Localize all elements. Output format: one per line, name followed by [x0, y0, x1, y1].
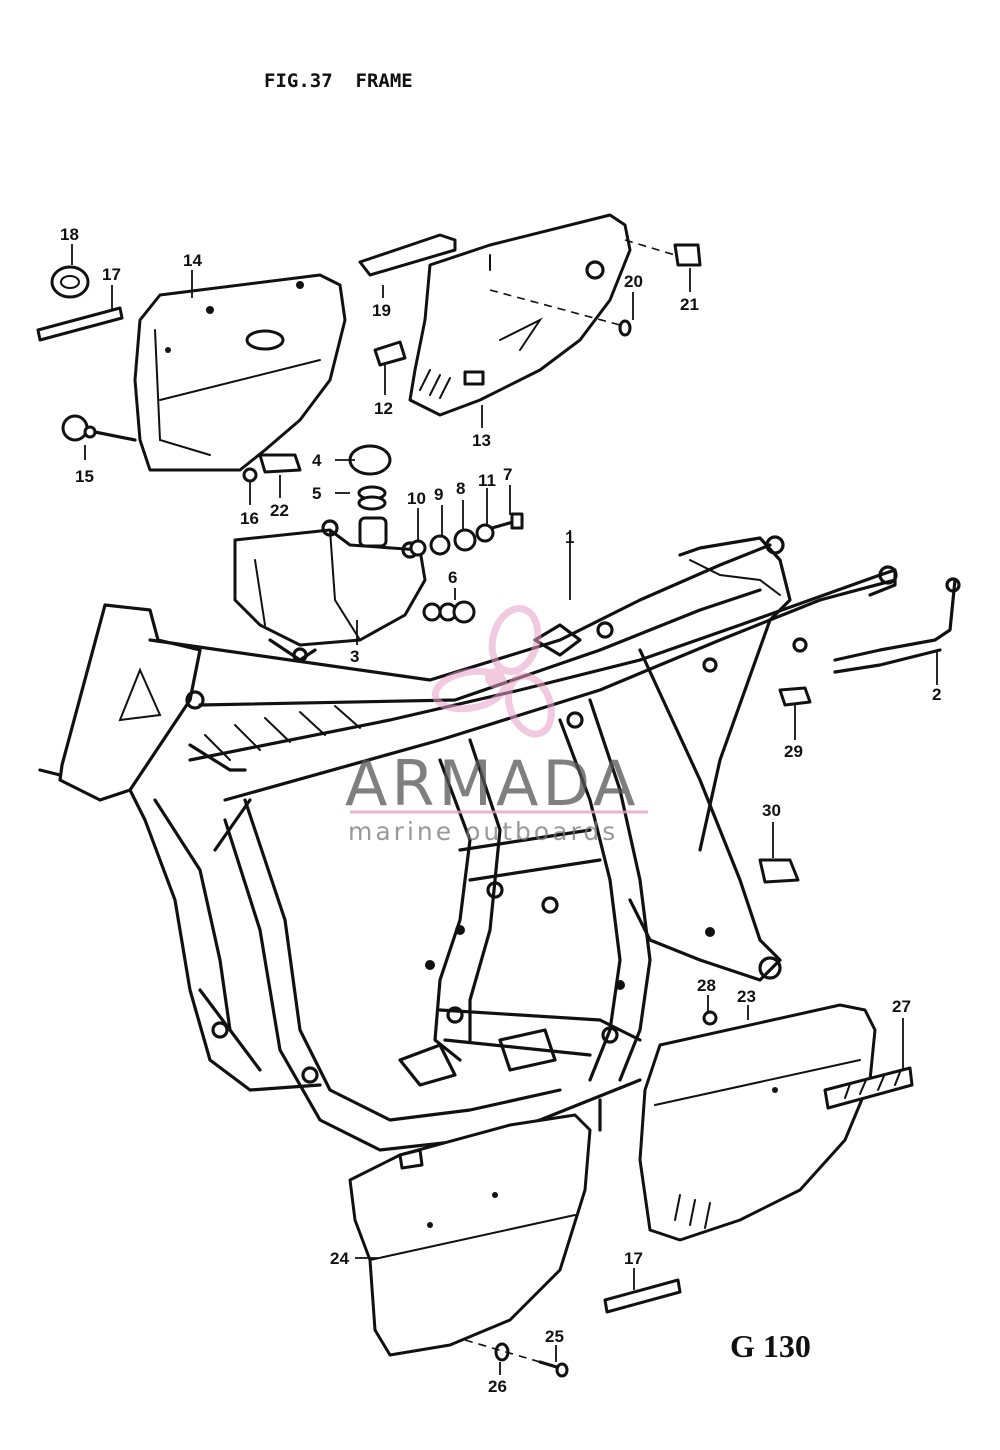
- strip-17-lower: [603, 1278, 682, 1314]
- label-21: 21: [680, 295, 699, 314]
- label-10: 10: [407, 489, 426, 508]
- leader-lines: [71, 244, 938, 1375]
- label-29: 29: [784, 742, 803, 761]
- label-4: 4: [312, 451, 322, 470]
- label-12: 12: [374, 399, 393, 418]
- label-3: 3: [350, 647, 359, 666]
- label-28: 28: [697, 976, 716, 995]
- label-16: 16: [240, 509, 259, 528]
- armada-watermark: ARMADA marine outboards: [345, 605, 648, 846]
- label-2: 2: [932, 685, 941, 704]
- lower-cover-right-drawing: [638, 1003, 877, 1242]
- label-8: 8: [456, 479, 465, 498]
- lower-cover-left-drawing: [348, 1113, 592, 1357]
- frame-drawing: [38, 535, 898, 1152]
- label-26: 26: [488, 1377, 507, 1396]
- side-cover-left-drawing: [93, 273, 347, 483]
- part-number-labels: 18 17 14 15 16 22 4 5 19 12 13 20 21 10 …: [60, 225, 941, 1396]
- label-7: 7: [503, 465, 512, 484]
- small-parts-left: [36, 265, 124, 442]
- tank-cap-parts: [348, 444, 392, 511]
- watermark-brand: ARMADA: [345, 747, 639, 820]
- oil-tank-drawing: [233, 516, 427, 663]
- label-27: 27: [892, 997, 911, 1016]
- label-20: 20: [624, 272, 643, 291]
- label-30: 30: [762, 801, 781, 820]
- clip-22: [258, 453, 302, 474]
- label-11: 11: [478, 471, 496, 490]
- label-15: 15: [75, 467, 94, 486]
- figure-code: G 130: [730, 1328, 811, 1364]
- label-17-upper: 17: [102, 265, 121, 284]
- label-25: 25: [545, 1327, 564, 1346]
- figure-title: FIG.37 FRAME: [264, 70, 413, 92]
- label-5: 5: [312, 484, 321, 503]
- label-22: 22: [270, 501, 289, 520]
- label-23: 23: [737, 987, 756, 1006]
- label-14: 14: [183, 251, 202, 270]
- label-17-lower: 17: [624, 1249, 643, 1268]
- propeller-logo: [431, 605, 555, 738]
- label-9: 9: [434, 485, 443, 504]
- label-18: 18: [60, 225, 79, 244]
- label-6: 6: [448, 568, 457, 587]
- fastener-20-21: [489, 239, 702, 337]
- watermark-tagline: marine outboards: [348, 817, 618, 846]
- screw-25-washer-26: [464, 1339, 569, 1378]
- label-1: 1: [565, 528, 574, 547]
- side-cover-right-drawing: [358, 213, 632, 417]
- emblem-27: [823, 1066, 914, 1110]
- bracket-2: [833, 577, 961, 674]
- label-19: 19: [372, 301, 391, 320]
- label-24: 24: [330, 1249, 349, 1268]
- small-parts-right: [702, 686, 812, 1026]
- label-13: 13: [472, 431, 491, 450]
- bolt-stack-parts: [409, 512, 524, 624]
